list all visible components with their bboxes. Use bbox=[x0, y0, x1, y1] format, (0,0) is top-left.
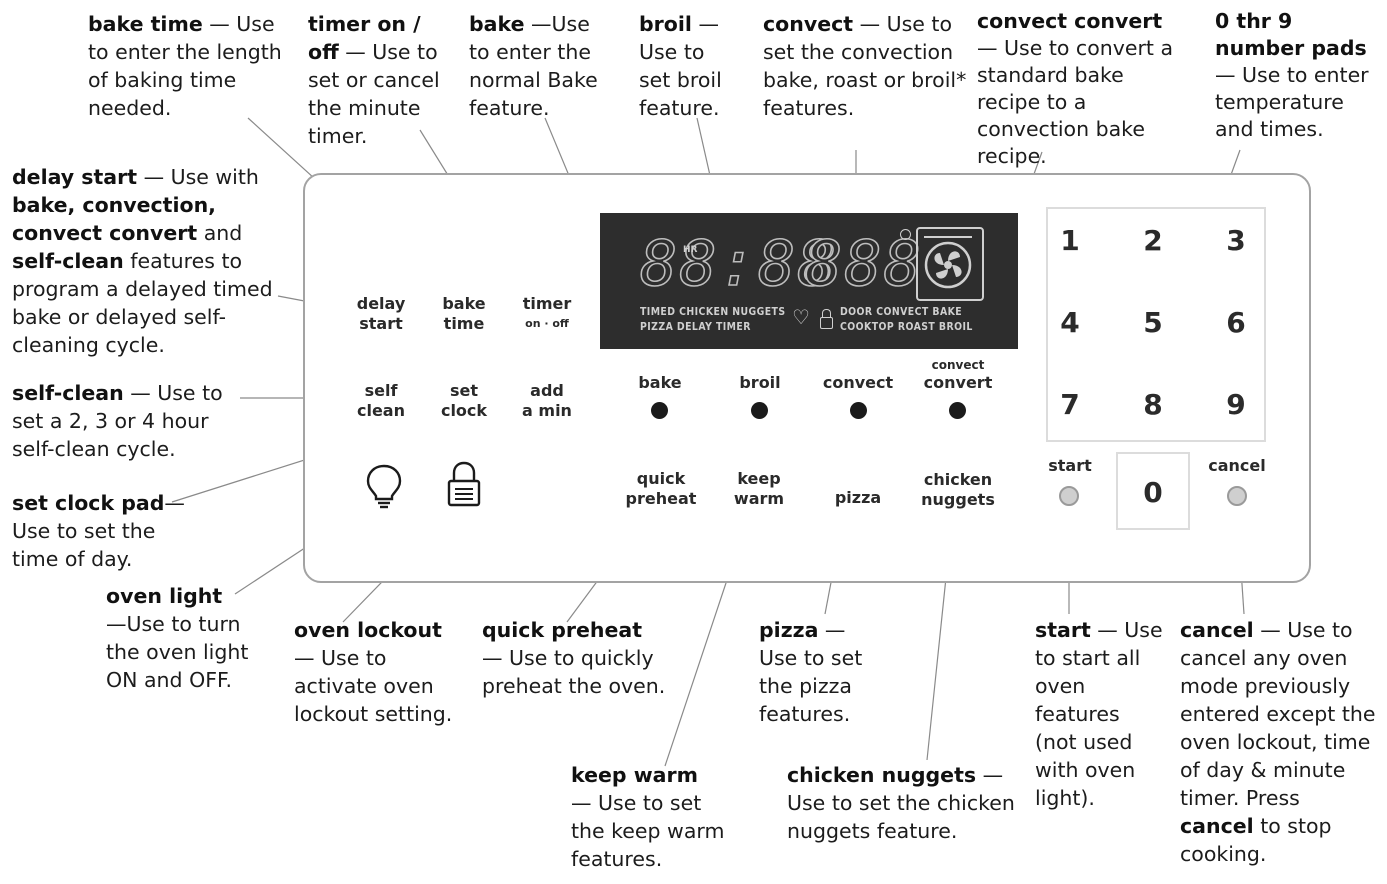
oven-lockout-pad[interactable] bbox=[446, 461, 482, 513]
callout-keep-warm: keep warm — Use to set the keep warm fea… bbox=[571, 763, 725, 871]
broil-pad[interactable]: broil bbox=[739, 373, 781, 392]
callout-bake-time: bake time — Use to enter the length of b… bbox=[88, 12, 282, 120]
cancel-pad-label: cancel bbox=[1208, 456, 1266, 475]
convect-convert-pad[interactable]: convect convert bbox=[923, 358, 993, 392]
key-9[interactable]: 9 bbox=[1226, 388, 1246, 421]
display-label-row1-right: DOOR CONVECT BAKE bbox=[840, 305, 963, 318]
display-screen: 88:88 888 HR TIMED CHICKEN NUGGETS PIZZA… bbox=[600, 213, 1018, 349]
lightbulb-icon bbox=[366, 464, 402, 509]
callout-set-clock: set clock pad— Use to set the time of da… bbox=[12, 491, 185, 571]
callout-convect-convert: convect convert — Use to convert a stand… bbox=[977, 9, 1174, 168]
number-keypad bbox=[1046, 207, 1266, 442]
convect-convert-indicator-dot bbox=[949, 402, 966, 419]
key-8[interactable]: 8 bbox=[1143, 388, 1163, 421]
callout-oven-light: oven light —Use to turn the oven light O… bbox=[106, 584, 249, 692]
convect-pad[interactable]: convect bbox=[822, 373, 894, 392]
lock-shackle-icon bbox=[822, 309, 831, 318]
bake-indicator-dot bbox=[651, 402, 668, 419]
display-hr-label: HR bbox=[683, 245, 698, 255]
lock-pad-icon bbox=[447, 461, 481, 507]
display-label-row2-right: COOKTOP ROAST BROIL bbox=[840, 320, 973, 333]
key-6[interactable]: 6 bbox=[1226, 306, 1246, 339]
callout-number-pads: 0 thr 9 number pads — Use to enter tempe… bbox=[1215, 9, 1369, 141]
convect-indicator-dot bbox=[850, 402, 867, 419]
degree-symbol bbox=[900, 229, 911, 240]
key-3[interactable]: 3 bbox=[1226, 224, 1246, 257]
callout-self-clean: self-clean — Use to set a 2, 3 or 4 hour… bbox=[12, 381, 223, 461]
callout-chicken-nuggets: chicken nuggets — Use to set the chicken… bbox=[787, 763, 1015, 843]
callout-quick-preheat: quick preheat — Use to quickly preheat t… bbox=[482, 618, 666, 698]
start-button[interactable] bbox=[1059, 486, 1079, 506]
display-label-row2: PIZZA DELAY TIMER bbox=[640, 320, 751, 333]
key-1[interactable]: 1 bbox=[1060, 224, 1080, 257]
key-0[interactable]: 0 bbox=[1143, 476, 1163, 509]
callout-bake: bake —Use to enter the normal Bake featu… bbox=[469, 12, 598, 120]
key-2[interactable]: 2 bbox=[1143, 224, 1163, 257]
key-4[interactable]: 4 bbox=[1060, 306, 1080, 339]
key-7[interactable]: 7 bbox=[1060, 388, 1080, 421]
display-time-digits: 88:88 bbox=[639, 227, 837, 300]
callout-cancel: cancel — Use to cancel any oven mode pre… bbox=[1180, 618, 1376, 866]
oven-icon bbox=[916, 227, 984, 301]
display-label-row1: TIMED CHICKEN NUGGETS bbox=[640, 305, 786, 318]
callout-start: start — Use to start all oven features (… bbox=[1035, 618, 1163, 810]
key-5[interactable]: 5 bbox=[1143, 306, 1163, 339]
heart-icon: ♡ bbox=[792, 305, 810, 329]
callout-oven-lockout: oven lockout — Use to activate oven lock… bbox=[294, 618, 453, 726]
callout-delay-start: delay start — Use with bake, convection,… bbox=[12, 165, 273, 357]
fan-icon bbox=[924, 236, 972, 289]
bake-pad[interactable]: bake bbox=[638, 373, 682, 392]
oven-light-pad[interactable] bbox=[364, 463, 404, 513]
start-pad-label: start bbox=[1048, 456, 1092, 475]
key-0-frame bbox=[1116, 452, 1190, 530]
callout-convect: convect — Use to set the convection bake… bbox=[763, 12, 967, 120]
display-temp-digits: 888 bbox=[804, 227, 923, 300]
callout-timer: timer on / off — Use to set or cancel th… bbox=[308, 12, 440, 148]
pizza-pad[interactable]: pizza bbox=[834, 488, 882, 507]
cancel-button[interactable] bbox=[1227, 486, 1247, 506]
callout-broil: broil — Use to set broil feature. bbox=[639, 12, 722, 120]
broil-indicator-dot bbox=[751, 402, 768, 419]
lock-icon bbox=[820, 317, 833, 329]
callout-pizza: pizza — Use to set the pizza features. bbox=[759, 618, 863, 726]
